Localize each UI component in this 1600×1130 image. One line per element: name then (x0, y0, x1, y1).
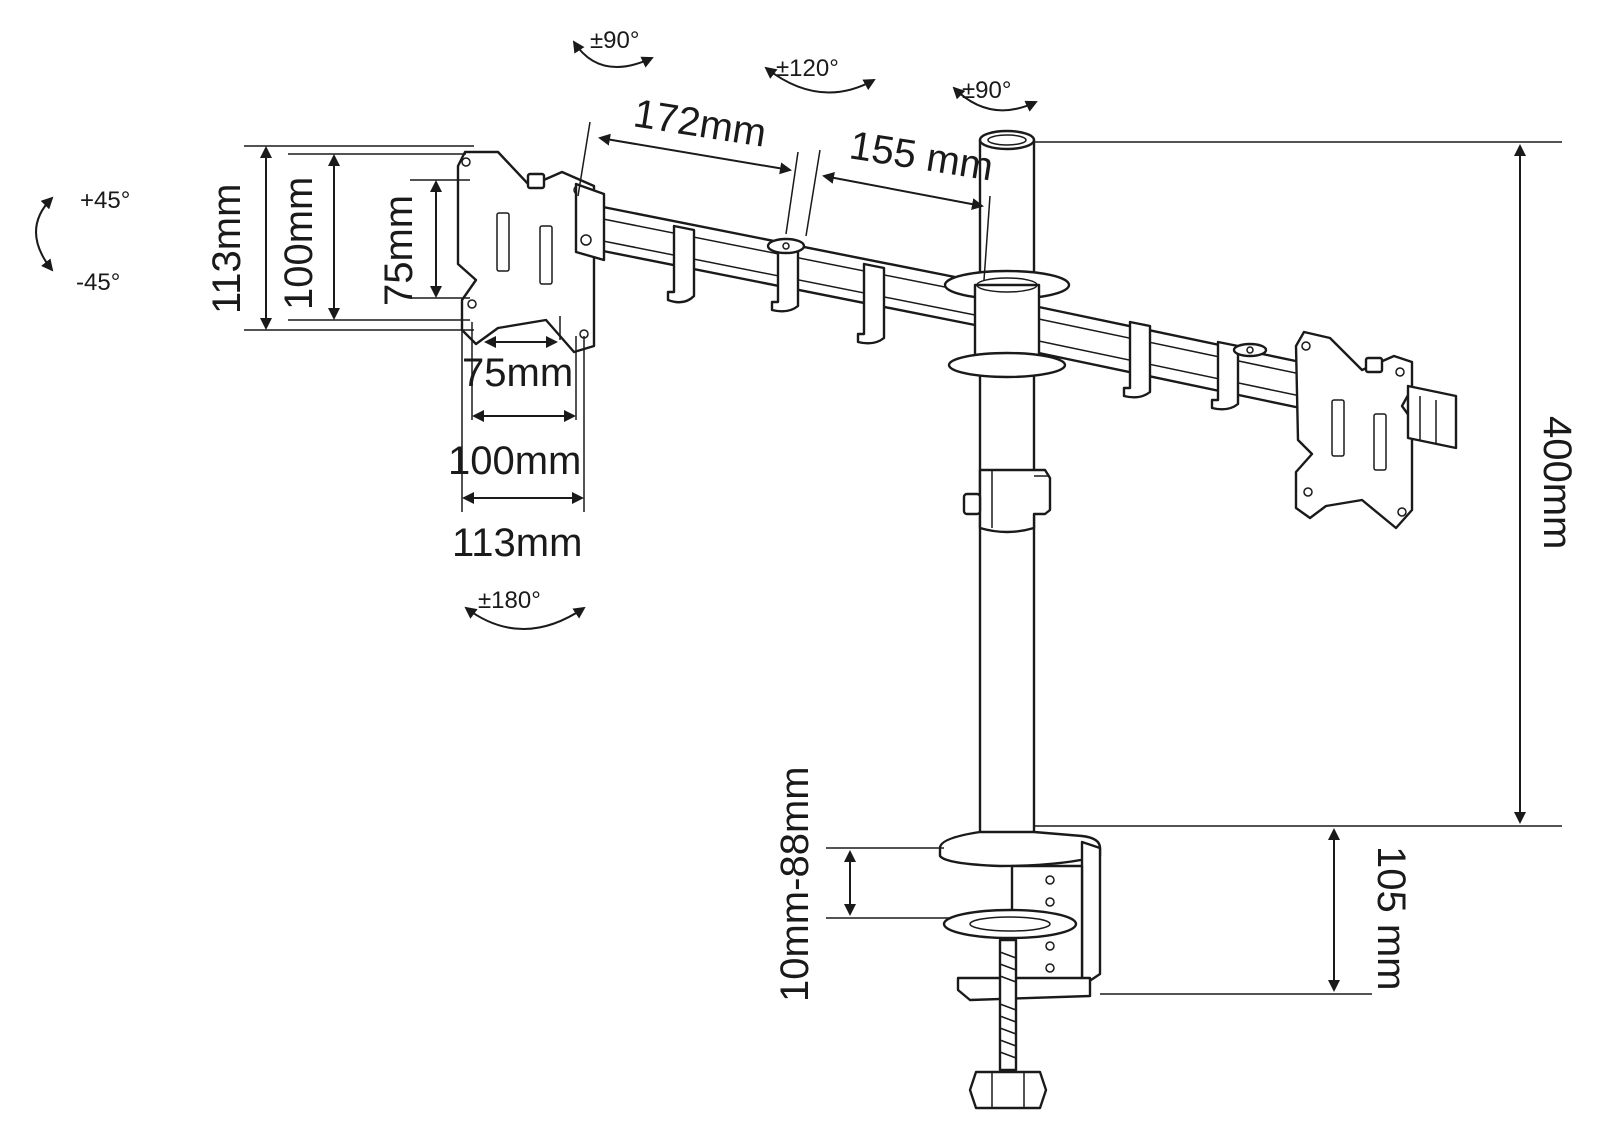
clamp-height-label: 105 mm (1369, 846, 1413, 991)
desk-clamp (938, 830, 1102, 1110)
rotation-arrows (35, 40, 1038, 630)
left-vesa-plate (456, 150, 606, 354)
vesa-width-75-label: 75mm (462, 351, 573, 395)
pole-height-label: 400mm (1535, 416, 1579, 549)
desk-thickness-label: 10mm-88mm (773, 766, 817, 1002)
vesa-width-100-label: 100mm (448, 439, 581, 483)
tilt-down-label: -45° (76, 269, 120, 296)
swivel-middle-label: ±120° (776, 55, 839, 82)
left-arm (596, 204, 982, 345)
right-arm (1032, 304, 1312, 412)
dimension-lines (244, 121, 1562, 995)
arm-hub (943, 269, 1071, 379)
tilt-up-label: +45° (80, 187, 130, 214)
plate-rotate-label: ±180° (478, 587, 541, 614)
swivel-left-label: ±90° (590, 27, 639, 54)
vesa-height-113-label: 113mm (205, 184, 249, 314)
vesa-height-75-label: 75mm (377, 195, 421, 306)
swivel-right-label: ±90° (962, 77, 1011, 104)
vesa-height-100-label: 100mm (277, 177, 321, 310)
cable-clip (962, 468, 1052, 534)
labels: +45° -45° ±90° ±120° ±90° ±180° 172mm 15… (76, 27, 1579, 1002)
arm-outer-length-label: 155 mm (847, 123, 997, 189)
right-vesa-plate (1294, 330, 1458, 530)
vesa-width-113-label: 113mm (452, 521, 582, 565)
